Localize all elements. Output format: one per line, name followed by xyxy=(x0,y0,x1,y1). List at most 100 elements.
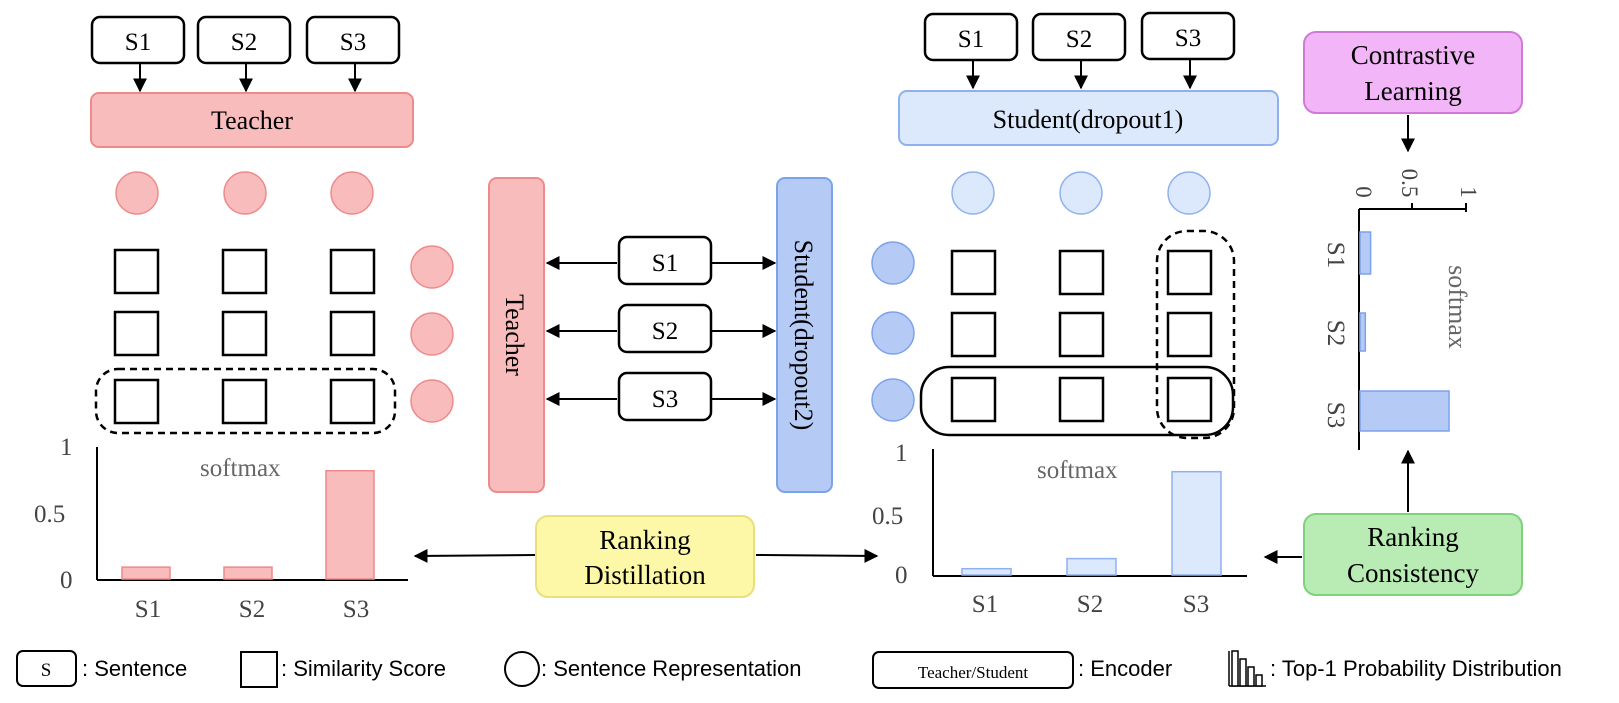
teacher-row-highlight xyxy=(94,367,397,435)
right-chart-tick-label-0: 0 xyxy=(1351,186,1376,198)
right-chart-cat-s2: S2 xyxy=(1322,320,1349,346)
right-chart-tick-label-05: 0.5 xyxy=(1397,169,1422,198)
teacher-chart-xtick-s3: S3 xyxy=(343,596,369,623)
student-softmax-chart: 1 0.5 0 softmax S1 S2 S3 xyxy=(872,440,1247,618)
student-chart-xtick-s2: S2 xyxy=(1077,591,1103,618)
legend-sentence-symbol: S xyxy=(41,660,52,681)
teacher-sentence-s1-label: S1 xyxy=(125,29,151,56)
right-chart-bar-s3 xyxy=(1359,390,1450,432)
teacher-side-representation-3 xyxy=(410,379,454,423)
ranking-consistency-line2: Consistency xyxy=(1347,558,1479,588)
teacher-similarity-matrix xyxy=(113,248,376,425)
teacher-softmax-chart: 1 0.5 0 softmax S1 S2 S3 xyxy=(34,434,408,623)
teacher-encoder-label: Teacher xyxy=(211,106,293,135)
legend-similarity: : Similarity Score xyxy=(240,651,446,688)
contrastive-learning-box: Contrastive Learning xyxy=(1303,31,1523,114)
student-similarity-matrix xyxy=(950,249,1213,423)
right-chart-cat-s1: S1 xyxy=(1322,242,1349,268)
student-chart-bar-s1 xyxy=(961,567,1012,576)
teacher-chart-ytick-0: 0 xyxy=(60,567,73,594)
ranking-consistency-box: Ranking Consistency xyxy=(1303,513,1523,596)
student-group: S1 S2 S3 Student(dropout1) xyxy=(871,11,1279,618)
legend: S : Sentence : Similarity Score : Senten… xyxy=(16,650,1562,689)
middle-sentence-s1-label: S1 xyxy=(652,250,678,277)
middle-sentence-s2-label: S2 xyxy=(652,318,678,345)
contrastive-learning-line1: Contrastive xyxy=(1351,40,1475,70)
student-chart-xtick-s1: S1 xyxy=(972,591,998,618)
legend-sentence: S : Sentence xyxy=(16,650,187,687)
middle-sentence-s1: S1 xyxy=(545,235,777,286)
teacher-chart-bar-s3 xyxy=(325,470,375,580)
teacher-representation-2 xyxy=(223,171,267,215)
middle-group: Teacher Student(dropout2) S1 S2 S3 xyxy=(413,177,879,598)
student-sentence-s1-label: S1 xyxy=(958,26,984,53)
distillation-arrow-left xyxy=(413,548,537,563)
student-chart-bar-s3 xyxy=(1171,470,1222,576)
contrastive-learning-line2: Learning xyxy=(1364,76,1461,106)
student-chart-xtick-s3: S3 xyxy=(1183,591,1209,618)
teacher-sentence-s3: S3 xyxy=(305,15,401,65)
middle-sentence-s3-label: S3 xyxy=(652,386,678,413)
student-chart-ytick-0: 0 xyxy=(895,562,908,589)
legend-encoder-text: : Encoder xyxy=(1078,656,1172,681)
student-sentence-s3: S3 xyxy=(1140,11,1236,61)
student-side-representation-1 xyxy=(871,241,915,285)
right-group: Contrastive Learning 0 0.5 1 S1 S2 S3 so… xyxy=(1263,31,1523,596)
teacher-chart-bar-s2 xyxy=(223,566,273,580)
student-sentence-s1: S1 xyxy=(923,12,1019,62)
ranking-consistency-line1: Ranking xyxy=(1367,522,1459,552)
student-side-representation-2 xyxy=(871,311,915,355)
teacher-chart-ytick-1: 1 xyxy=(60,434,73,461)
teacher-chart-xtick-s2: S2 xyxy=(239,596,265,623)
right-chart-bar-s2 xyxy=(1359,312,1367,352)
ranking-distillation-line1: Ranking xyxy=(599,525,691,555)
teacher-chart-ytick-05: 0.5 xyxy=(34,501,65,528)
student-encoder-label: Student(dropout1) xyxy=(993,105,1184,134)
teacher-side-encoder-label: Teacher xyxy=(500,294,529,376)
student-sentence-s2: S2 xyxy=(1031,12,1127,62)
student-sentence-s2-label: S2 xyxy=(1066,26,1092,53)
legend-sentence-text: : Sentence xyxy=(82,656,187,681)
legend-encoder-symbol: Teacher/Student xyxy=(918,663,1028,682)
student-side-encoder-label: Student(dropout2) xyxy=(789,240,818,431)
ranking-distillation-box: Ranking Distillation xyxy=(413,515,879,598)
teacher-sentence-s3-label: S3 xyxy=(340,29,366,56)
teacher-chart-xtick-s1: S1 xyxy=(135,596,161,623)
teacher-side-encoder: Teacher xyxy=(488,177,545,493)
student-sentence-s3-label: S3 xyxy=(1175,25,1201,52)
teacher-sentence-s2-label: S2 xyxy=(231,29,257,56)
student-chart-softmax-label: softmax xyxy=(1037,457,1118,484)
middle-sentence-s2: S2 xyxy=(545,303,777,354)
student-chart-bar-s2 xyxy=(1066,557,1117,576)
right-chart-tick-label-1: 1 xyxy=(1456,186,1481,198)
bar-chart-icon xyxy=(1228,650,1266,687)
distillation-arrow-right xyxy=(755,548,879,563)
student-side-encoder: Student(dropout2) xyxy=(776,177,833,493)
legend-representation-text: : Sentence Representation xyxy=(541,656,802,681)
teacher-side-representation-2 xyxy=(410,312,454,356)
legend-representation: : Sentence Representation xyxy=(504,651,802,687)
teacher-side-representation-1 xyxy=(410,245,454,289)
legend-similarity-text: : Similarity Score xyxy=(281,656,446,681)
teacher-sentence-s2: S2 xyxy=(196,15,292,65)
student-column-highlight xyxy=(1155,229,1236,440)
student-chart-ytick-1: 1 xyxy=(895,440,908,467)
right-chart-softmax-label: softmax xyxy=(1443,265,1472,349)
right-softmax-chart: 0 0.5 1 S1 S2 S3 softmax xyxy=(1322,169,1481,450)
teacher-group: S1 S2 S3 Teacher xyxy=(34,15,454,623)
legend-distribution: : Top-1 Probability Distribution xyxy=(1228,650,1562,687)
right-chart-cat-s3: S3 xyxy=(1322,402,1349,428)
teacher-representation-3 xyxy=(330,171,374,215)
legend-encoder: Teacher/Student : Encoder xyxy=(872,651,1172,689)
student-chart-ytick-05: 0.5 xyxy=(872,503,903,530)
ranking-distillation-line2: Distillation xyxy=(584,560,706,590)
student-representation-2 xyxy=(1059,171,1103,215)
teacher-chart-softmax-label: softmax xyxy=(200,455,281,482)
teacher-representation-1 xyxy=(115,171,159,215)
legend-distribution-text: : Top-1 Probability Distribution xyxy=(1270,656,1562,681)
student-representation-3 xyxy=(1167,171,1211,215)
teacher-encoder: Teacher xyxy=(90,92,414,148)
right-chart-bar-s1 xyxy=(1359,231,1372,275)
